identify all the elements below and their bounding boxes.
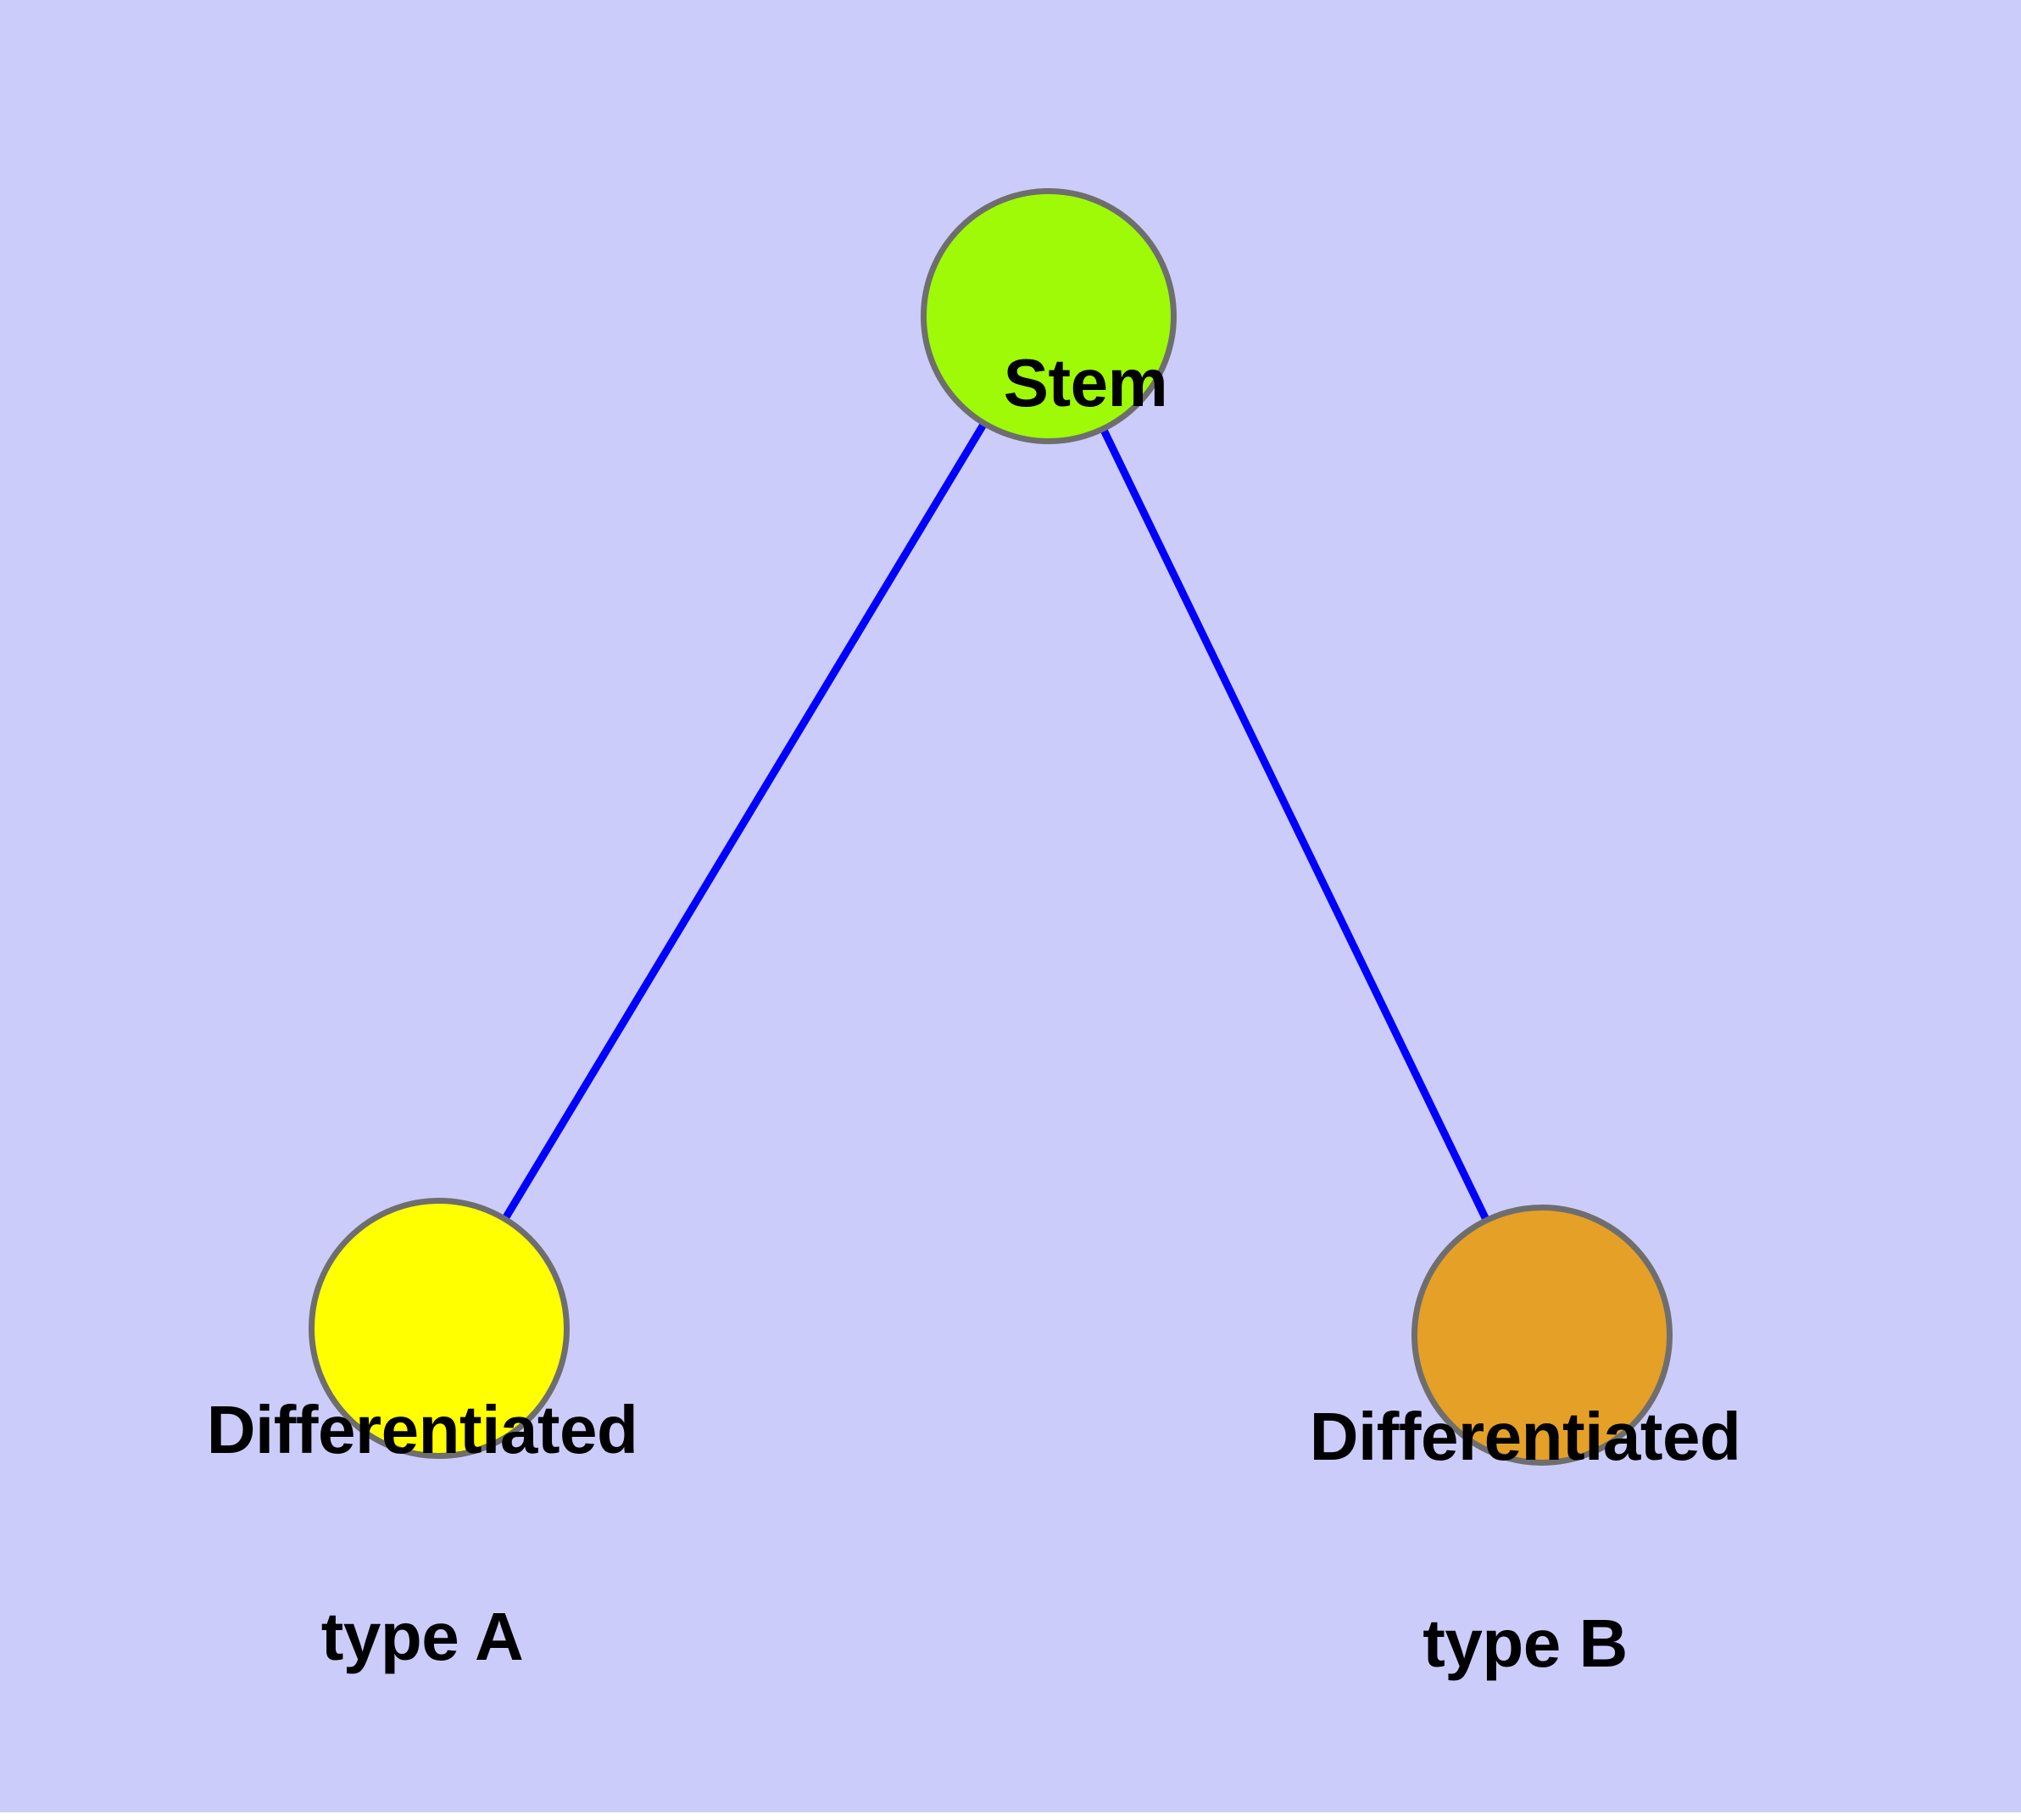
node-stem[interactable] [921, 188, 1177, 444]
edge-stem-to-differentiated-type-a[interactable] [436, 314, 1052, 1331]
edge-stem-to-differentiated-type-b[interactable] [1044, 314, 1546, 1337]
node-differentiated-type-b[interactable] [1411, 1205, 1673, 1466]
node-differentiated-type-a[interactable] [309, 1198, 570, 1459]
